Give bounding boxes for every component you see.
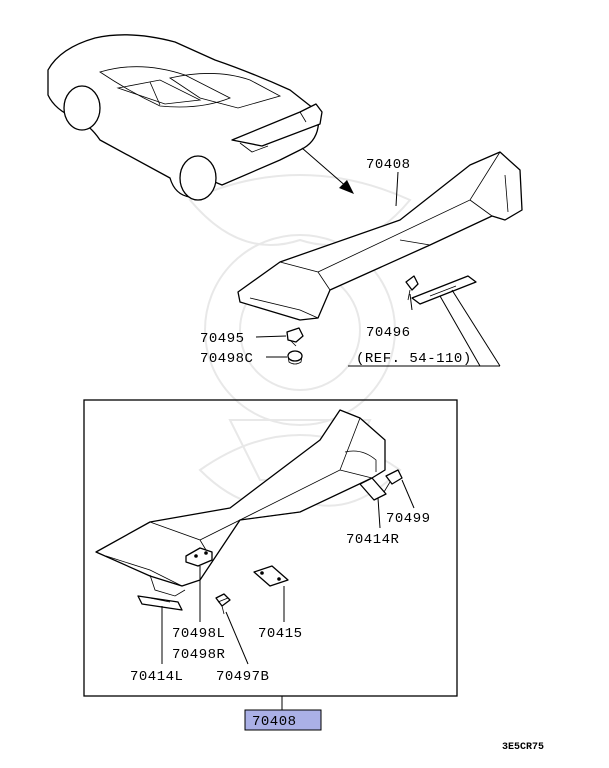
- reference-label: (REF. 54-110): [356, 351, 472, 367]
- callout-70496: 70496: [366, 325, 411, 341]
- callout-70495: 70495: [200, 331, 245, 347]
- cap-70498c: [287, 350, 303, 365]
- bolt-70495: [286, 327, 304, 347]
- leader-70496: [409, 293, 413, 311]
- callout-70415: 70415: [258, 626, 303, 642]
- diagram-code: 3E5CR75: [502, 742, 544, 753]
- main-part-number[interactable]: 70408: [252, 714, 297, 730]
- clip-70497b: [215, 593, 231, 615]
- gasket-70415: [253, 565, 289, 587]
- kit-box: [83, 399, 458, 697]
- callout-70414r: 70414R: [346, 532, 400, 548]
- car-outline: [47, 34, 323, 201]
- callout-70498r: 70498R: [172, 647, 226, 663]
- main-part-number-box[interactable]: [244, 709, 322, 731]
- upper-spoiler-assembly: [237, 151, 523, 321]
- callout-70498l: 70498L: [172, 626, 225, 642]
- lower-spoiler-assembly: [95, 409, 386, 597]
- screw-70499: [383, 469, 403, 493]
- bracket-70414l: [137, 595, 183, 611]
- callout-70414l: 70414L: [130, 669, 183, 685]
- callout-70498c: 70498C: [200, 351, 253, 367]
- leader-70414r: [377, 497, 381, 529]
- leader-70497b: [225, 611, 249, 665]
- pointer-arrow: [301, 147, 354, 194]
- callout-70408-upper: 70408: [366, 157, 411, 173]
- bracket-70498: [185, 547, 213, 567]
- leader-70408-upper: [395, 171, 399, 207]
- clip-70496: [405, 275, 477, 305]
- callout-70499: 70499: [386, 511, 431, 527]
- leader-70499: [401, 479, 415, 509]
- callout-70497b: 70497B: [216, 669, 269, 685]
- bracket-70414r: [359, 477, 387, 501]
- reference-bracket: [348, 289, 501, 367]
- leader-70495: [255, 335, 287, 338]
